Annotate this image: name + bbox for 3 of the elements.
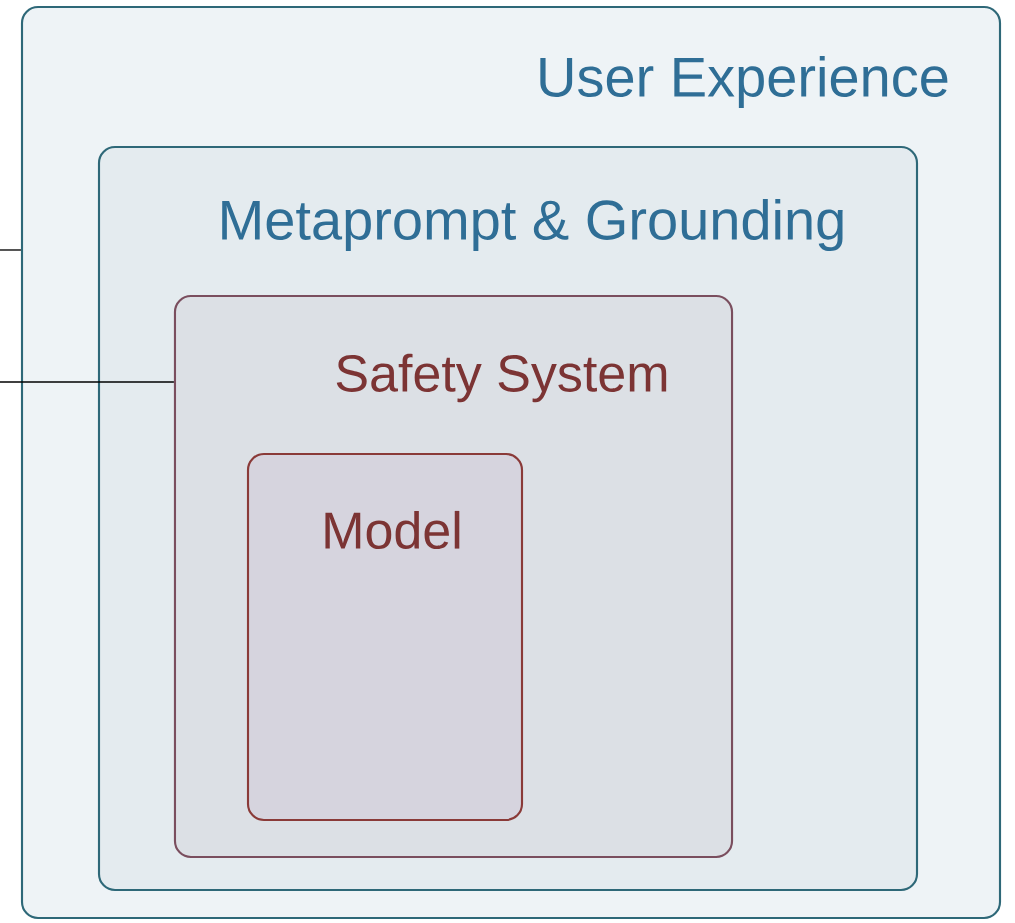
leader-line xyxy=(0,249,22,251)
nested-box: Model xyxy=(246,452,524,822)
leader-line xyxy=(0,381,175,383)
